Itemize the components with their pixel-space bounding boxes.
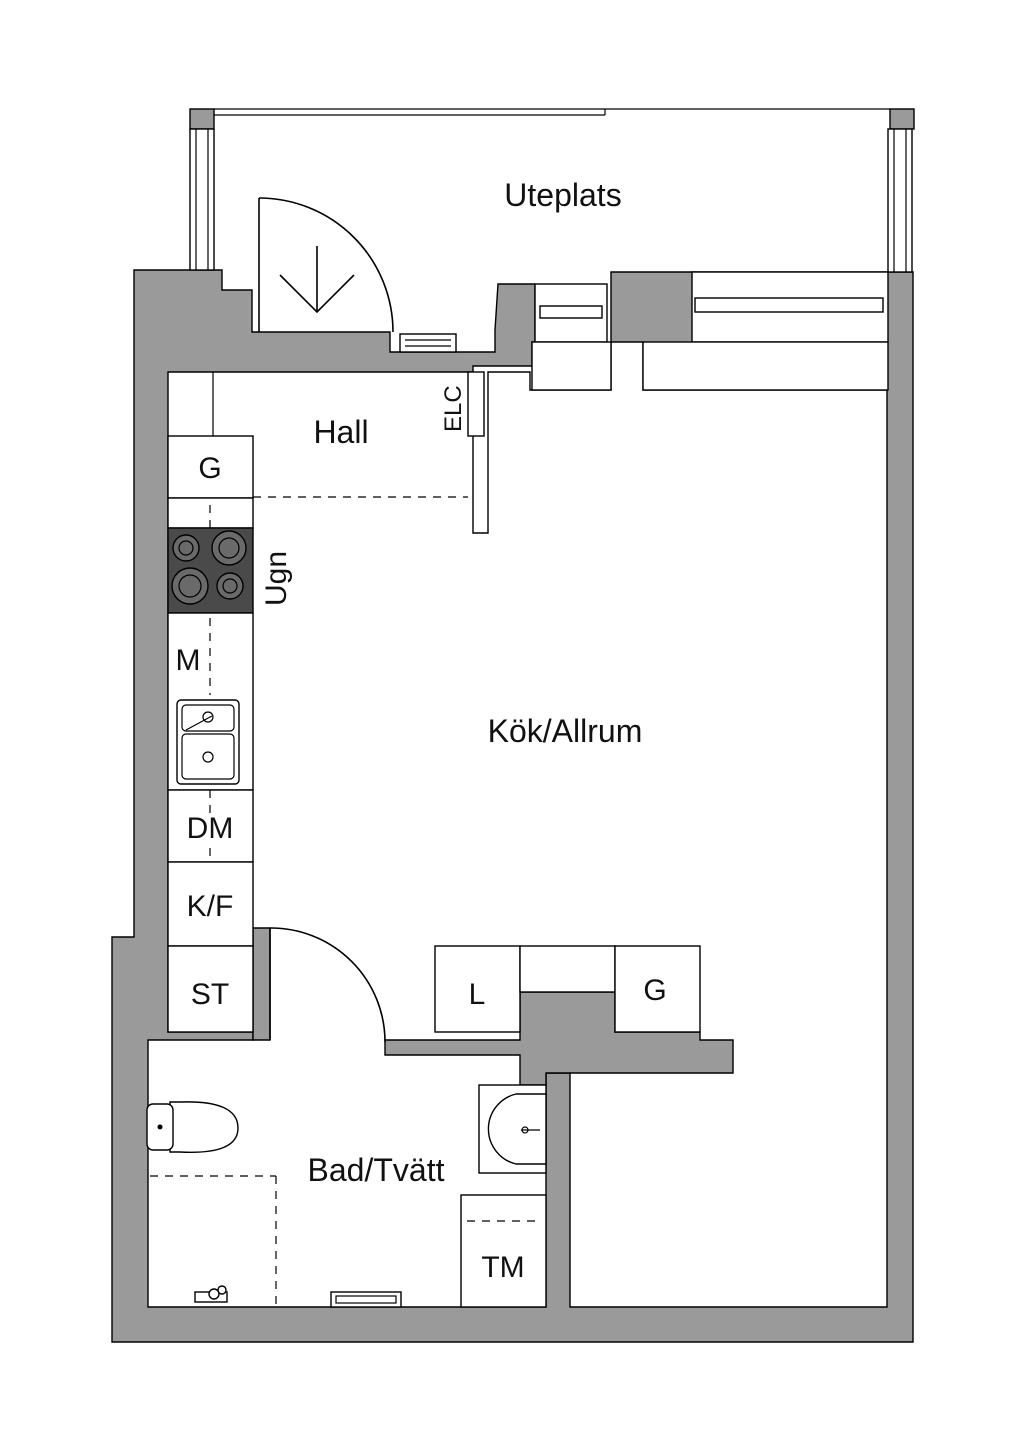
floor-drain bbox=[330, 1291, 402, 1308]
patio-post-right bbox=[889, 108, 915, 130]
hall-window bbox=[399, 333, 457, 353]
wardrobe-l-label: L bbox=[469, 978, 486, 1011]
sink bbox=[176, 699, 240, 785]
wardrobe-l bbox=[434, 945, 521, 1033]
cabinet-g-label: G bbox=[198, 452, 221, 485]
elc-cabinet bbox=[467, 371, 485, 437]
window-sill-large bbox=[642, 341, 889, 391]
patio-railing-left bbox=[189, 128, 215, 271]
fridge-label: K/F bbox=[187, 890, 234, 923]
toilet bbox=[146, 1101, 239, 1153]
storage bbox=[167, 945, 254, 1033]
kitchen-cabinet-g bbox=[167, 435, 254, 499]
room-label-kitchen-living: Kök/Allrum bbox=[488, 713, 643, 749]
window-sill-small bbox=[531, 341, 612, 391]
washbasin bbox=[478, 1084, 547, 1174]
shower-mixer bbox=[194, 1285, 228, 1303]
patio-railing-right bbox=[887, 128, 913, 273]
patio-post-left bbox=[189, 108, 215, 130]
bath-partition-wall bbox=[252, 927, 271, 1041]
stove bbox=[167, 527, 254, 614]
dryer-label: TM bbox=[481, 1251, 524, 1284]
oven-label: Ugn bbox=[260, 551, 293, 606]
wardrobe-g bbox=[614, 945, 701, 1033]
room-label-patio: Uteplats bbox=[504, 177, 621, 213]
microwave-label: M bbox=[176, 644, 201, 677]
elc-label: ELC bbox=[440, 385, 467, 432]
wardrobe-g-label: G bbox=[643, 974, 666, 1007]
room-label-hall: Hall bbox=[313, 414, 368, 450]
storage-label: ST bbox=[191, 978, 229, 1011]
dryer bbox=[460, 1194, 547, 1308]
entrance-door bbox=[258, 197, 394, 333]
bathroom-door bbox=[269, 927, 386, 1043]
dishwasher-label: DM bbox=[187, 812, 234, 845]
room-label-bath-laundry: Bad/Tvätt bbox=[308, 1152, 445, 1188]
